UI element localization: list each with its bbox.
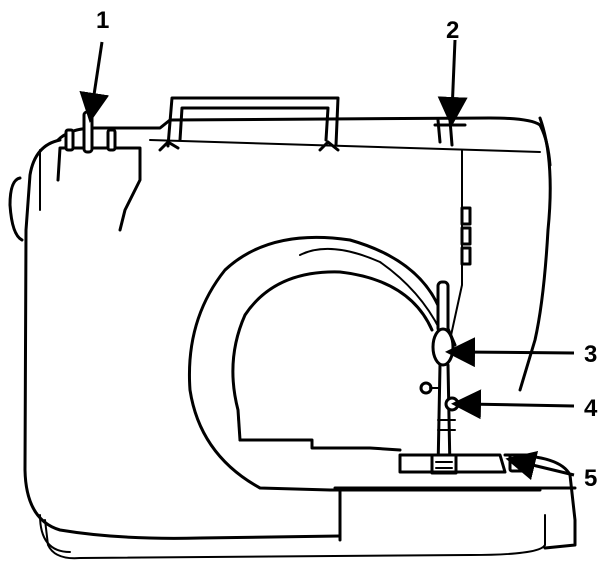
spool-pin-small-1 <box>64 128 75 152</box>
free-arm-left-edge <box>237 414 241 441</box>
callouts: 1 2 3 4 5 <box>79 7 598 492</box>
needle-clamp-2 <box>437 419 456 431</box>
needle-clamp <box>444 396 460 412</box>
callout-label-5: 5 <box>584 465 597 492</box>
machine-body <box>23 116 552 540</box>
side-button-3 <box>460 246 472 266</box>
hand-wheel <box>8 176 24 242</box>
callout-label-3: 3 <box>584 341 597 368</box>
callout-label-2: 2 <box>446 17 459 44</box>
needle-bar <box>436 363 452 472</box>
side-button-2 <box>460 226 472 246</box>
arm-opening-inner <box>231 270 434 442</box>
thread-guide <box>433 118 467 147</box>
machine-base <box>44 514 546 560</box>
callout-label-1: 1 <box>96 7 109 34</box>
spool-pin-base <box>56 146 142 232</box>
machine-top <box>56 116 552 167</box>
arm-opening-outer <box>187 235 457 492</box>
arm-seam <box>299 247 441 331</box>
callout-label-4: 4 <box>584 395 598 422</box>
thread-line <box>449 149 463 341</box>
callout-arrow-4 <box>451 389 575 420</box>
callout-arrow-2 <box>437 39 468 127</box>
machine-base-bottom <box>39 514 71 553</box>
spool-pin-small-2 <box>106 128 117 152</box>
thread-take-up <box>431 327 455 367</box>
callout-arrow-5 <box>505 450 575 481</box>
needle-plate <box>398 453 507 474</box>
carry-handle <box>158 96 340 152</box>
presser-foot <box>430 453 458 475</box>
needle-bar-top <box>436 280 450 334</box>
callout-arrow-3 <box>445 337 575 368</box>
side-button-1 <box>460 206 472 226</box>
panel-seam <box>149 139 541 153</box>
presser-foot-detail <box>435 461 453 469</box>
free-arm-bottom <box>333 486 577 542</box>
spool-pin <box>82 110 94 154</box>
machine-drawing <box>8 96 577 560</box>
callout-arrow-1 <box>79 41 110 123</box>
